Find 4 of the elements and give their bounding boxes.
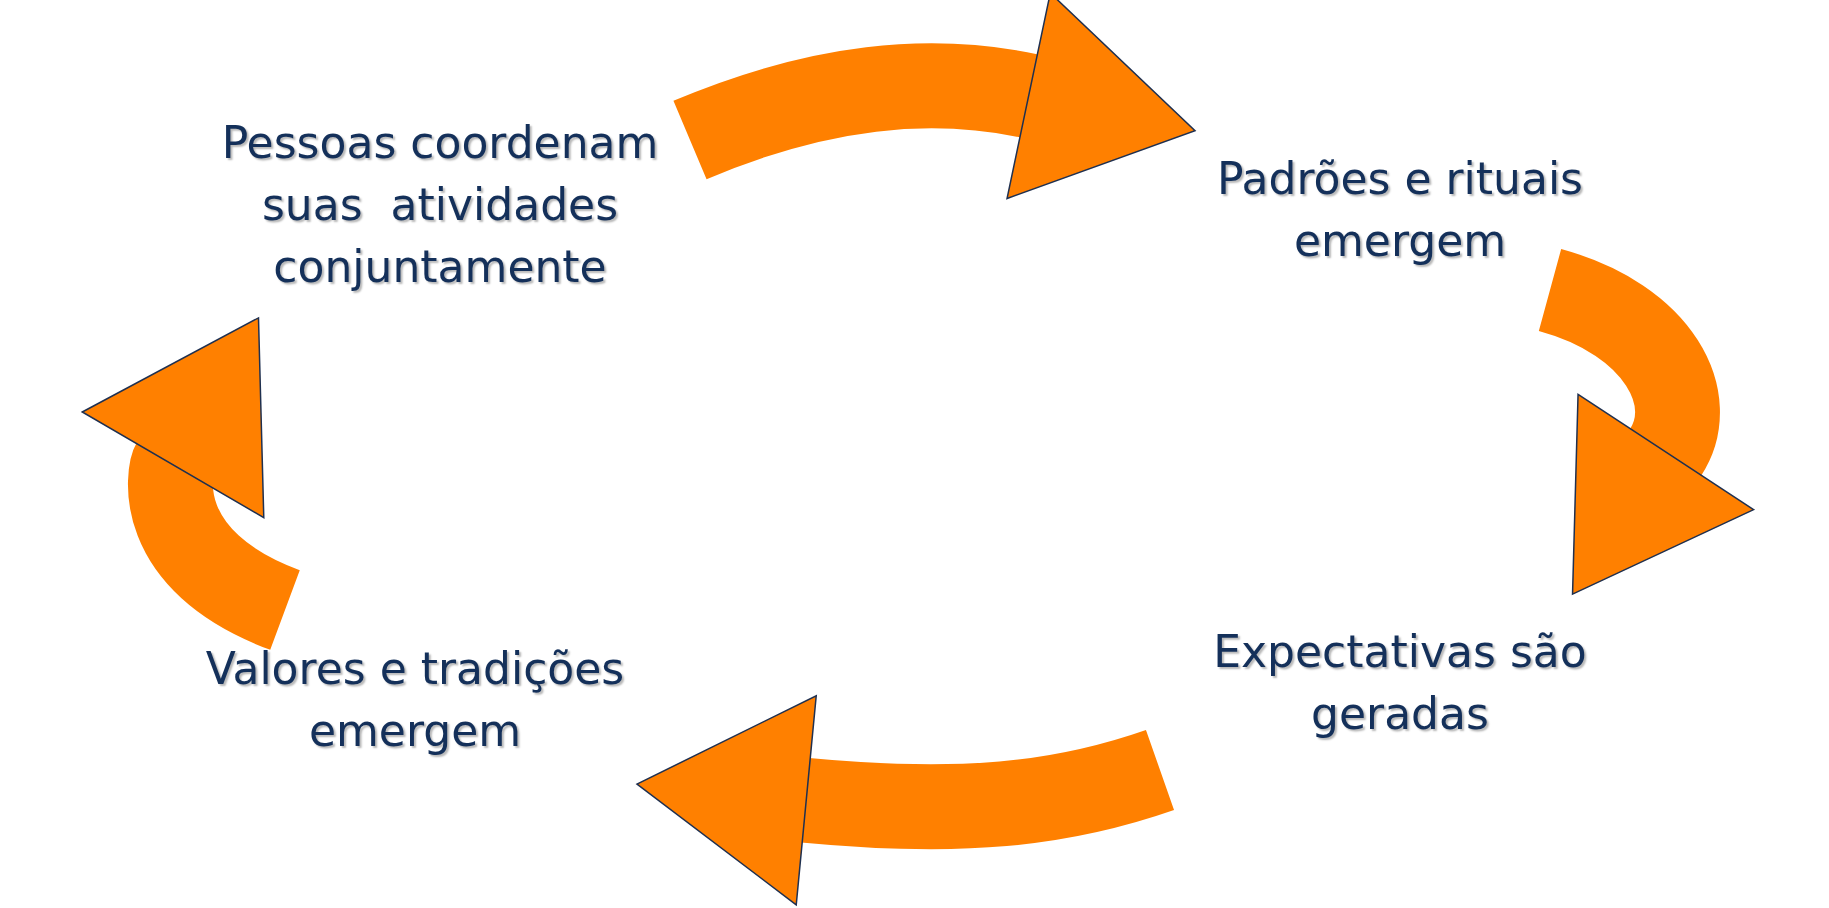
node-label: Pessoas coordenam suas atividades conjuntamente <box>220 116 660 294</box>
node-label: Padrões e rituais emergem <box>1215 152 1585 268</box>
node-label: Valores e tradições emergem <box>204 642 626 758</box>
node-label: Expectativas são geradas <box>1212 624 1588 741</box>
